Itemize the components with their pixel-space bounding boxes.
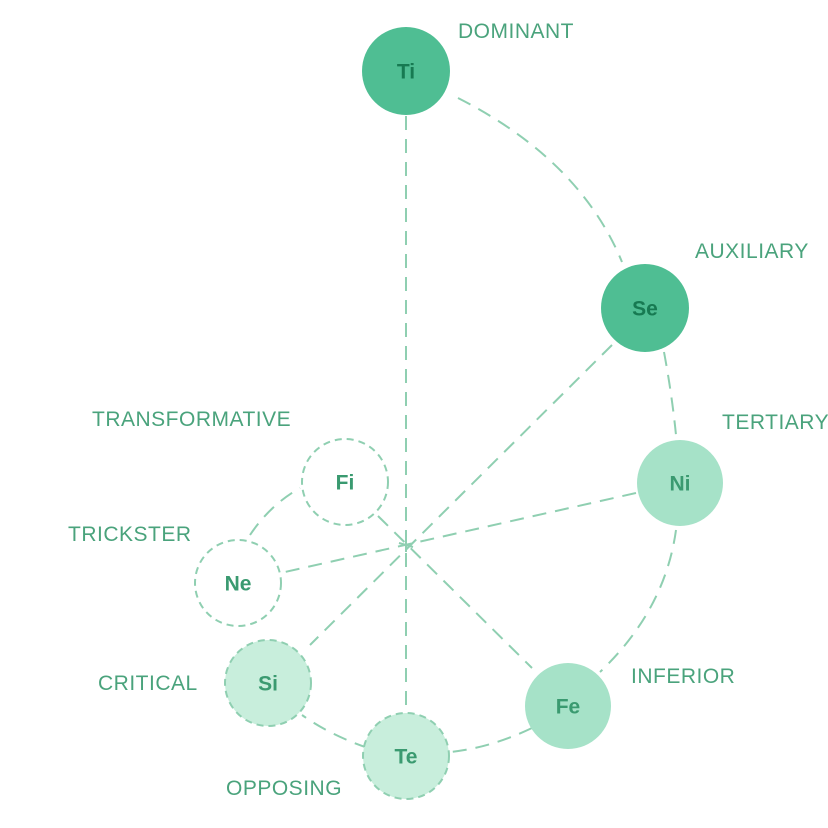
function-symbol-te: Te	[395, 746, 418, 769]
function-circle-ni	[637, 440, 723, 526]
function-circle-si	[224, 639, 312, 727]
center-mark	[398, 538, 414, 552]
function-node-se: Se	[601, 264, 689, 352]
axis-se-si	[309, 344, 613, 646]
function-symbol-fi: Fi	[336, 472, 355, 495]
arc-ti-se	[457, 97, 623, 263]
function-node-si: Si	[224, 639, 312, 727]
function-circle-fi	[301, 438, 389, 526]
role-label-trickster: TRICKSTER	[68, 523, 192, 546]
role-label-auxiliary: AUXILIARY	[695, 240, 809, 263]
function-symbol-ne: Ne	[225, 573, 252, 596]
function-circle-te	[362, 712, 450, 800]
axis-ni-ne	[284, 492, 637, 573]
arc-ne-fi	[249, 487, 301, 536]
role-label-inferior: INFERIOR	[631, 665, 735, 688]
axis-fi-fe	[377, 515, 533, 669]
connectors	[249, 97, 677, 753]
role-label-critical: CRITICAL	[98, 672, 198, 695]
function-node-fi: Fi	[301, 438, 389, 526]
function-node-ni: Ni	[637, 440, 723, 526]
function-symbol-ni: Ni	[670, 473, 691, 496]
function-node-te: Te	[362, 712, 450, 800]
function-symbol-se: Se	[632, 298, 658, 321]
function-circle-se	[601, 264, 689, 352]
function-circle-ne	[194, 539, 282, 627]
role-label-opposing: OPPOSING	[226, 777, 342, 800]
function-symbol-si: Si	[258, 673, 278, 696]
role-labels: DOMINANT AUXILIARY TERTIARY INFERIOR OPPOSIN…	[68, 20, 828, 800]
function-symbol-ti: Ti	[397, 61, 415, 84]
arc-fe-te	[449, 727, 533, 753]
role-label-transformative: TRANSFORMATIVE	[92, 408, 291, 431]
role-label-dominant: DOMINANT	[458, 20, 574, 43]
arc-se-ni	[663, 351, 677, 436]
arc-ni-fe	[599, 529, 677, 673]
arc-te-si	[301, 714, 369, 749]
function-node-ne: Ne	[194, 539, 282, 627]
function-node-ti: Ti	[362, 27, 450, 115]
function-circle-ti	[362, 27, 450, 115]
function-node-fe: Fe	[525, 663, 611, 749]
role-label-tertiary: TERTIARY	[722, 411, 828, 434]
function-symbol-fe: Fe	[556, 696, 581, 719]
function-circle-fe	[525, 663, 611, 749]
